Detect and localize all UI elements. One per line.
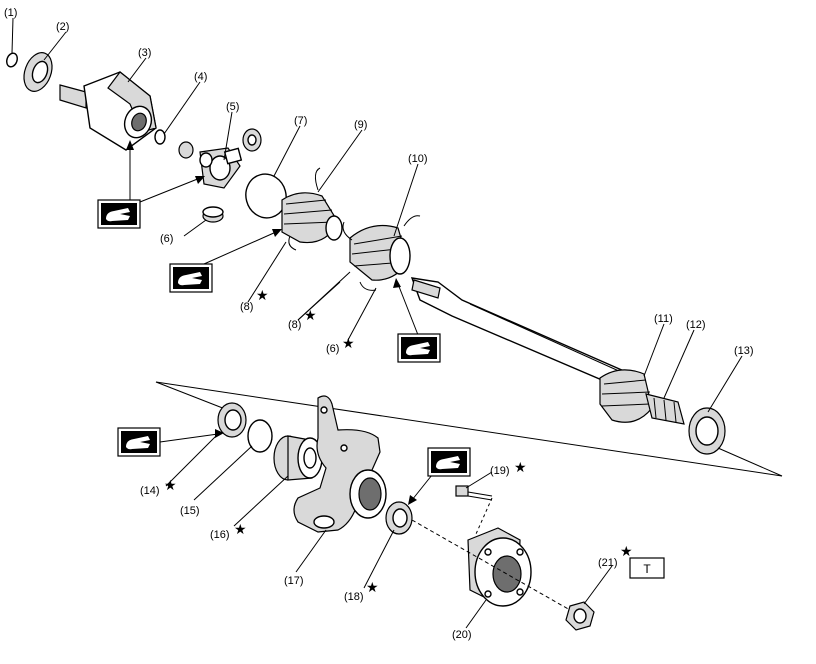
part-1-snap-ring (6, 52, 18, 68)
part-14-seal (217, 402, 247, 438)
label-7: (7) (294, 115, 307, 127)
star-8-a: ★ (256, 288, 269, 304)
label-3: (3) (138, 47, 151, 59)
part-11-outer-boot (599, 369, 653, 423)
part-19-bolt (455, 485, 493, 535)
bracket-line-top (155, 381, 783, 477)
label-16: (16) (210, 529, 230, 541)
part-12-outer-joint (645, 393, 685, 425)
label-4: (4) (194, 71, 207, 83)
star-19: ★ (514, 460, 527, 476)
part-15-snap-ring (247, 419, 273, 453)
part-3-joint-housing (59, 71, 157, 151)
label-14: (14) (140, 485, 160, 497)
part-16-bearing (273, 435, 323, 481)
label-1: (1) (4, 7, 17, 19)
part-6-roller (202, 206, 224, 223)
part-2-seal (23, 52, 53, 92)
grease-hand-icon (97, 199, 141, 229)
star-6-b: ★ (342, 336, 355, 352)
star-16: ★ (234, 522, 247, 538)
label-20: (20) (452, 629, 472, 641)
star-18: ★ (366, 580, 379, 596)
leader-lines (11, 17, 743, 629)
torque-box: T (629, 557, 665, 579)
grease-hand-icon (427, 447, 471, 477)
label-12: (12) (686, 319, 706, 331)
label-6-b: (6) (326, 343, 339, 355)
part-18-seal (385, 501, 413, 535)
label-19: (19) (490, 465, 510, 477)
part-13-seal (688, 407, 726, 455)
label-2: (2) (56, 21, 69, 33)
label-6-a: (6) (160, 233, 173, 245)
part-9-boot (281, 167, 343, 251)
bracket-line-right (717, 447, 783, 477)
label-18: (18) (344, 591, 364, 603)
grease-hand-icon (169, 263, 213, 293)
assembly-axis-line (411, 519, 571, 611)
part-10-boot (342, 215, 421, 291)
label-8-b: (8) (288, 319, 301, 331)
star-8-b: ★ (304, 308, 317, 324)
part-17-knuckle (293, 395, 387, 533)
label-15: (15) (180, 505, 200, 517)
part-21-nut (565, 601, 595, 631)
label-17: (17) (284, 575, 304, 587)
label-13: (13) (734, 345, 754, 357)
label-11: (11) (654, 313, 673, 325)
label-8-a: (8) (240, 301, 253, 313)
grease-hand-icon (397, 333, 441, 363)
label-5: (5) (226, 101, 239, 113)
part-20-hub (467, 527, 532, 607)
label-9: (9) (354, 119, 367, 131)
torque-box-label: T (643, 562, 651, 576)
star-14: ★ (164, 478, 177, 494)
part-5-spider (199, 128, 262, 189)
part-4-ring (154, 129, 194, 159)
icon-arrows (126, 140, 437, 505)
star-21: ★ (620, 544, 633, 560)
part-7-circlip (245, 173, 287, 219)
label-10: (10) (408, 153, 428, 165)
label-21: (21) (598, 557, 618, 569)
grease-hand-icon (117, 427, 161, 457)
